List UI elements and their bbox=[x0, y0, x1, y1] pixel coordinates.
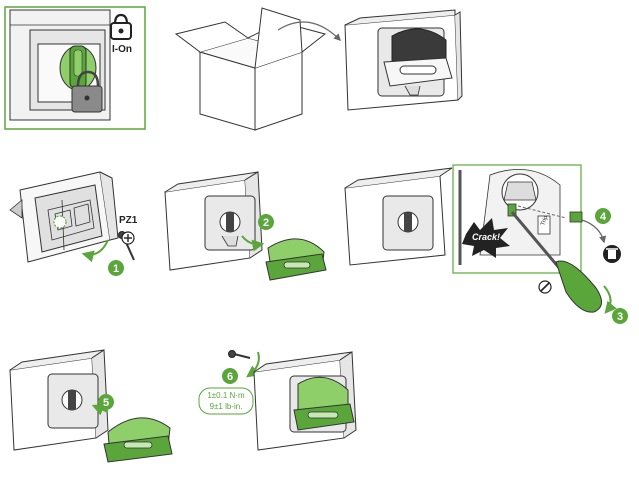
crack-burst: Crack! bbox=[462, 218, 510, 258]
packaging-box bbox=[174, 7, 327, 131]
padlock-icon bbox=[71, 70, 103, 113]
svg-text:1: 1 bbox=[113, 263, 119, 275]
flat-slot-icon bbox=[538, 280, 552, 294]
step2-arrow bbox=[241, 235, 265, 252]
ejected-part bbox=[569, 211, 583, 223]
step1-arrow bbox=[81, 239, 109, 263]
enclosure-assembled bbox=[253, 351, 357, 451]
svg-text:4: 4 bbox=[600, 211, 607, 223]
svg-text:1±0.1 N·m: 1±0.1 N·m bbox=[207, 391, 245, 400]
step5-arrow bbox=[91, 404, 109, 416]
svg-text:3: 3 bbox=[617, 311, 623, 323]
phillips-icon bbox=[121, 231, 135, 245]
open-base-panel bbox=[9, 171, 119, 263]
svg-text:6: 6 bbox=[227, 371, 233, 383]
screwdriver-bit-label: PZ1 bbox=[119, 215, 138, 226]
trip-label: Trip bbox=[540, 215, 549, 227]
screwdriver-icon bbox=[510, 211, 602, 313]
recycle-icon bbox=[603, 245, 621, 263]
enclosure-handle-removal bbox=[164, 171, 263, 271]
removed-handle bbox=[265, 238, 327, 281]
screw-icon-step6 bbox=[228, 350, 251, 359]
handle-to-fit bbox=[103, 417, 173, 463]
step-badge-5: 5 bbox=[98, 394, 114, 410]
enclosure-detail bbox=[344, 167, 453, 266]
eject-line bbox=[517, 205, 567, 219]
unpack-arrow bbox=[277, 21, 342, 42]
svg-text:2: 2 bbox=[263, 217, 269, 229]
step-badge-3: 3 bbox=[612, 308, 628, 324]
step3-arrow bbox=[603, 285, 617, 314]
locked-breaker-panel: I-On bbox=[4, 6, 146, 130]
step4-arrow bbox=[581, 219, 607, 244]
svg-text:9±1 lb-in.: 9±1 lb-in. bbox=[210, 402, 243, 411]
step-badge-2: 2 bbox=[258, 214, 274, 230]
step-badge-4: 4 bbox=[595, 208, 611, 224]
lock-symbol-icon bbox=[110, 13, 132, 40]
enclosure-fit-handle bbox=[9, 349, 109, 451]
step6-arrow bbox=[246, 351, 260, 378]
step-badge-6: 6 bbox=[222, 368, 238, 384]
torque-bubble: 1±0.1 N·m 9±1 lb-in. bbox=[198, 387, 254, 415]
lock-state-label: I-On bbox=[112, 44, 132, 55]
enclosure-with-handle bbox=[344, 9, 463, 111]
svg-text:5: 5 bbox=[103, 397, 109, 409]
svg-text:Crack!: Crack! bbox=[472, 232, 500, 242]
step-badge-1: 1 bbox=[108, 260, 124, 276]
